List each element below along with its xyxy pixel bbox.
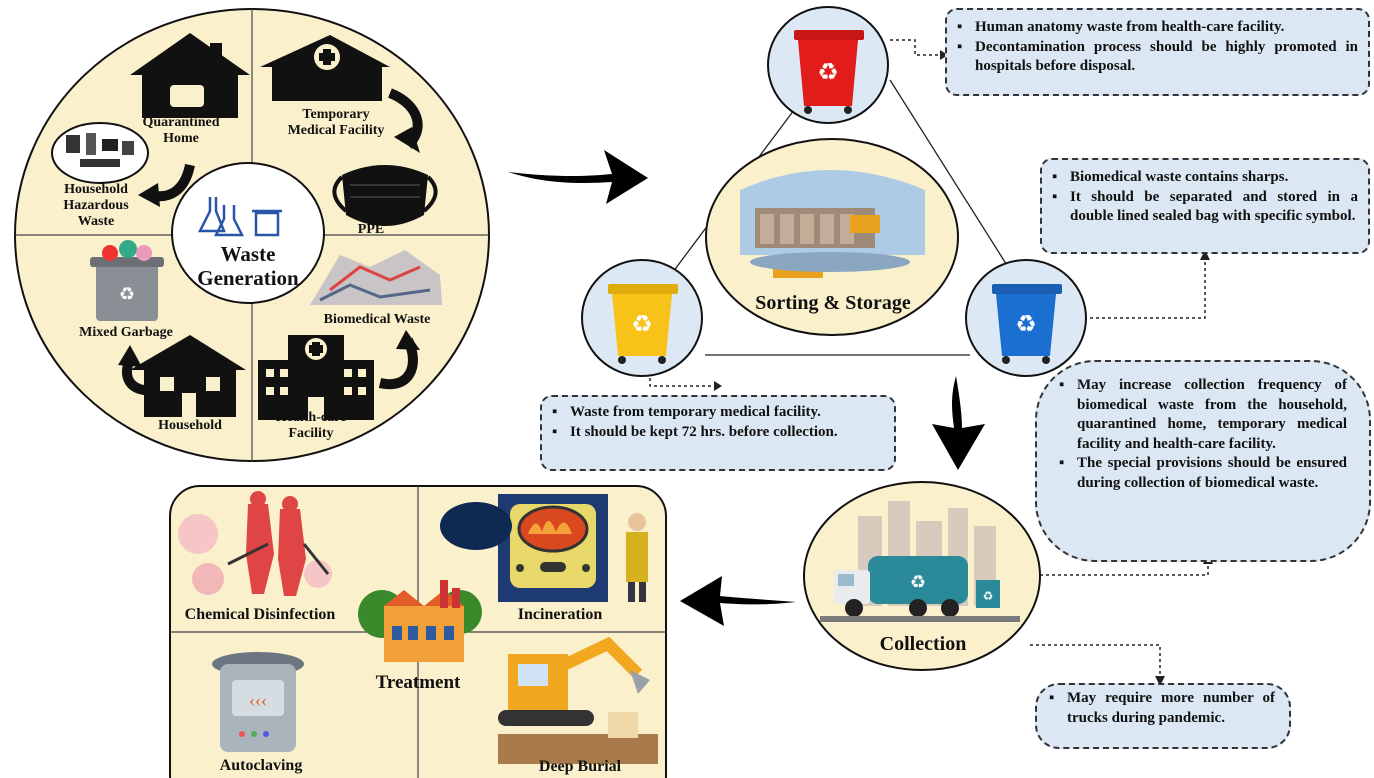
garbage-truck-icon: ♻ xyxy=(834,556,968,617)
label-autoclaving: Autoclaving xyxy=(219,757,303,774)
yellow-bin-icon: ♻ xyxy=(608,284,678,364)
svg-text:♻: ♻ xyxy=(910,572,926,592)
small-bin-icon xyxy=(976,580,1000,608)
note-trucks: May require more number of trucks during… xyxy=(1035,683,1291,749)
autoclave-icon: ‹‹‹ xyxy=(212,652,304,752)
note-collection-item: The special provisions should be ensured… xyxy=(1055,454,1347,493)
treatment-panel: ‹‹‹ xyxy=(169,485,667,778)
label-household-hazardous-waste: Household Hazardous Waste xyxy=(63,182,129,230)
note-red-item: Decontamination process should be highly… xyxy=(953,38,1358,77)
svg-text:♻: ♻ xyxy=(1015,312,1037,338)
medical-house-icon xyxy=(260,35,390,101)
label-deep-burial: Deep Burial xyxy=(538,758,622,775)
collection-title: Collection xyxy=(879,633,967,655)
sorting-storage-title: Sorting & Storage xyxy=(755,292,911,314)
note-collection: May increase collection frequency of bio… xyxy=(1035,360,1371,562)
biomedical-waste-pile-icon xyxy=(310,250,442,305)
note-blue-item: Biomedical waste contains sharps. xyxy=(1048,168,1358,188)
note-trucks-item: May require more number of trucks during… xyxy=(1045,689,1275,728)
blue-bin-icon: ♻ xyxy=(992,284,1062,364)
excavator-icon xyxy=(498,636,658,764)
svg-text:♻: ♻ xyxy=(119,284,135,304)
treatment-title: Treatment xyxy=(375,672,461,693)
arrow-sorting-to-collection xyxy=(932,376,985,470)
svg-text:♻: ♻ xyxy=(631,312,653,338)
note-yellow-item: Waste from temporary medical facility. xyxy=(548,403,884,423)
home-icon xyxy=(130,33,250,118)
label-chemical-disinfection: Chemical Disinfection xyxy=(184,606,336,623)
svg-text:‹‹‹: ‹‹‹ xyxy=(249,690,267,710)
mask-icon xyxy=(332,165,438,226)
flask-icon xyxy=(197,197,282,237)
label-healthcare-facility: Health-care Facility xyxy=(275,410,347,442)
note-red-item: Human anatomy waste from health-care fac… xyxy=(953,18,1358,38)
sorting-storage-graphic: ♻ ♻ ♻ xyxy=(581,6,1087,377)
arrow-collection-to-treatment xyxy=(680,576,796,626)
waste-generation-title: Waste Generation xyxy=(197,242,299,291)
factory-icon xyxy=(358,580,482,662)
incinerator-icon xyxy=(440,494,648,602)
label-mixed-garbage: Mixed Garbage xyxy=(79,325,173,340)
chemical-disinfection-icon xyxy=(178,491,332,596)
warehouse-icon xyxy=(740,170,925,278)
note-blue-item: It should be separated and stored in a d… xyxy=(1048,188,1358,227)
collection-graphic: ♻ ♻ xyxy=(803,481,1041,671)
hazardous-items-icon xyxy=(51,122,149,184)
note-red-bin: Human anatomy waste from health-care fac… xyxy=(945,8,1370,96)
label-household: Household xyxy=(158,418,222,433)
label-incineration: Incineration xyxy=(517,606,603,623)
note-collection-item: May increase collection frequency of bio… xyxy=(1055,376,1347,454)
note-yellow-bin: Waste from temporary medical facility. I… xyxy=(540,395,896,471)
label-ppe: PPE xyxy=(357,222,385,237)
red-bin-icon: ♻ xyxy=(794,30,864,114)
household-house-icon xyxy=(130,335,246,417)
note-blue-bin: Biomedical waste contains sharps. It sho… xyxy=(1040,158,1370,254)
waste-generation-wheel: ♻ xyxy=(14,8,490,462)
hospital-building-icon xyxy=(258,335,374,420)
svg-text:♻: ♻ xyxy=(983,589,994,603)
arrow-generation-to-sorting xyxy=(508,150,648,204)
svg-text:♻: ♻ xyxy=(817,60,839,86)
label-temporary-medical-facility: Temporary Medical Facility xyxy=(287,107,385,139)
label-quarantined-home: Quarantined Home xyxy=(142,115,220,147)
note-yellow-item: It should be kept 72 hrs. before collect… xyxy=(548,423,884,443)
label-biomedical-waste: Biomedical Waste xyxy=(323,312,431,327)
mixed-garbage-bin-icon: ♻ xyxy=(90,240,164,321)
